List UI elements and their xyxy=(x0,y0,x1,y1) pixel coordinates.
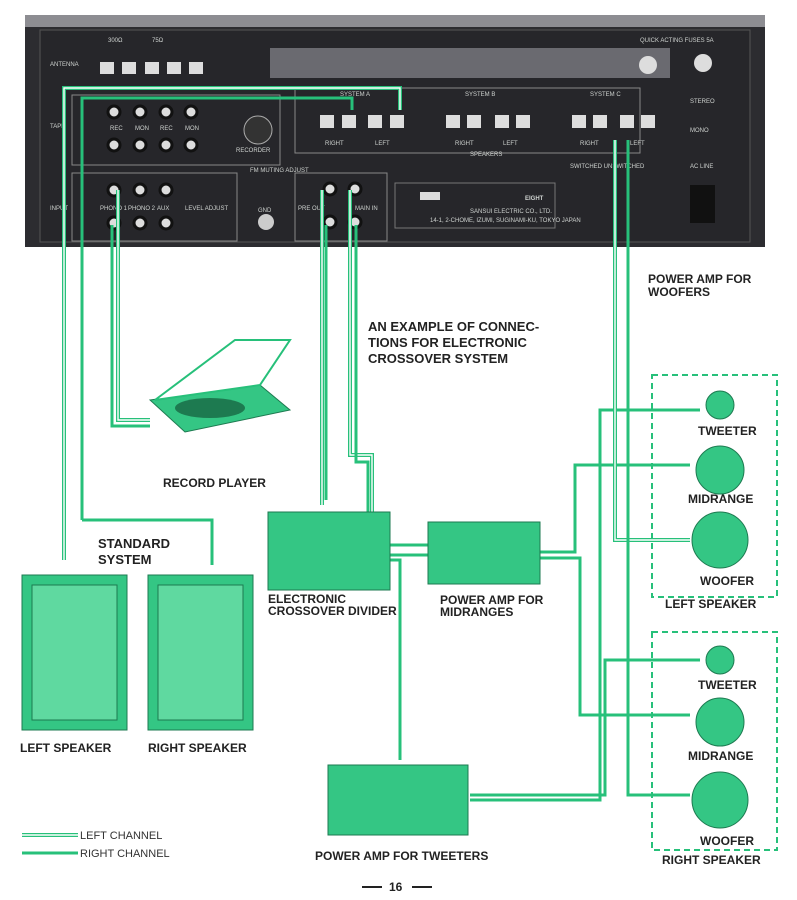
receiver-rear-panel: ANTENNA 300Ω 75Ω TAPE REC MON REC MON RECO… xyxy=(25,15,765,247)
svg-text:AUX: AUX xyxy=(157,206,169,212)
svg-text:RECORDER: RECORDER xyxy=(236,148,271,154)
svg-text:GND: GND xyxy=(258,208,272,214)
record-player-label: RECORD PLAYER xyxy=(163,476,266,490)
svg-text:PRE OUT: PRE OUT xyxy=(298,206,325,212)
left-speaker-label: LEFT SPEAKER xyxy=(665,597,757,611)
left-speaker-system xyxy=(651,374,778,598)
svg-text:75Ω: 75Ω xyxy=(152,38,164,44)
svg-text:SYSTEM A: SYSTEM A xyxy=(340,92,370,98)
svg-text:AC LINE: AC LINE xyxy=(690,164,713,170)
svg-text:REC: REC xyxy=(160,126,173,132)
svg-text:300Ω: 300Ω xyxy=(108,38,123,44)
svg-text:RIGHT: RIGHT xyxy=(325,141,344,147)
tweeter-amp-label: POWER AMP FOR TWEETERS xyxy=(315,849,488,863)
woofer-amp-label-2: WOOFERS xyxy=(648,285,710,299)
svg-text:QUICK ACTING FUSES 5A: QUICK ACTING FUSES 5A xyxy=(640,38,714,44)
svg-text:SYSTEM B: SYSTEM B xyxy=(465,92,495,98)
wires xyxy=(62,86,700,802)
crossover-label-2: CROSSOVER DIVIDER xyxy=(268,604,397,618)
svg-text:INPUT: INPUT xyxy=(50,206,68,212)
right-woofer-label: WOOFER xyxy=(700,834,754,848)
right-midrange-label: MIDRANGE xyxy=(688,749,753,763)
right-speaker-system xyxy=(651,631,778,851)
svg-text:MON: MON xyxy=(135,126,149,132)
svg-text:SPEAKERS: SPEAKERS xyxy=(470,152,502,158)
mid-amp-label: POWER AMP FOR xyxy=(440,593,544,607)
legend: LEFT CHANNEL RIGHT CHANNEL xyxy=(22,830,170,860)
midrange-amp xyxy=(427,521,541,585)
diagram-title-2: TIONS FOR ELECTRONIC xyxy=(368,335,528,350)
left-woofer-label: WOOFER xyxy=(700,574,754,588)
std-right-speaker-label: RIGHT SPEAKER xyxy=(148,741,247,755)
left-tweeter-label: TWEETER xyxy=(698,424,757,438)
diagram-title-1: AN EXAMPLE OF CONNEC- xyxy=(368,319,539,334)
svg-text:LEFT: LEFT xyxy=(630,141,645,147)
svg-text:ANTENNA: ANTENNA xyxy=(50,62,79,68)
left-midrange-label: MIDRANGE xyxy=(688,492,753,506)
standard-system-label: STANDARD xyxy=(98,536,170,551)
svg-text:LEFT: LEFT xyxy=(503,141,518,147)
svg-text:PHONO 2: PHONO 2 xyxy=(128,206,156,212)
std-left-speaker-label: LEFT SPEAKER xyxy=(20,741,112,755)
svg-text:MAIN IN: MAIN IN xyxy=(355,206,378,212)
svg-text:LEFT: LEFT xyxy=(375,141,390,147)
svg-text:SWITCHED UNSWITCHED: SWITCHED UNSWITCHED xyxy=(570,164,645,170)
legend-right-channel: RIGHT CHANNEL xyxy=(80,848,170,860)
svg-text:14-1, 2-CHOME, IZUMI, SUGINAMI: 14-1, 2-CHOME, IZUMI, SUGINAMI-KU, TOKYO… xyxy=(430,218,581,224)
right-speaker-label: RIGHT SPEAKER xyxy=(662,853,761,867)
svg-text:PHONO 1: PHONO 1 xyxy=(100,206,128,212)
svg-text:EIGHT: EIGHT xyxy=(525,196,544,202)
woofer-amp-label: POWER AMP FOR xyxy=(648,272,752,286)
tweeter-amp xyxy=(327,764,469,836)
svg-text:FM MUTING ADJUST: FM MUTING ADJUST xyxy=(250,168,309,174)
svg-text:MON: MON xyxy=(185,126,199,132)
standard-system-label-2: SYSTEM xyxy=(98,552,151,567)
standard-left-speaker xyxy=(21,574,128,731)
legend-left-channel: LEFT CHANNEL xyxy=(80,830,162,842)
svg-text:MONO: MONO xyxy=(690,128,709,134)
svg-text:REC: REC xyxy=(110,126,123,132)
page-number: 16 xyxy=(389,880,403,894)
record-player xyxy=(148,339,292,433)
svg-text:RIGHT: RIGHT xyxy=(580,141,599,147)
right-tweeter-label: TWEETER xyxy=(698,678,757,692)
diagram-title-3: CROSSOVER SYSTEM xyxy=(368,351,508,366)
crossover-label: ELECTRONIC xyxy=(268,592,346,606)
svg-text:SYSTEM C: SYSTEM C xyxy=(590,92,621,98)
svg-text:RIGHT: RIGHT xyxy=(455,141,474,147)
mid-amp-label-2: MIDRANGES xyxy=(440,605,513,619)
svg-text:STEREO: STEREO xyxy=(690,99,715,105)
svg-text:LEVEL ADJUST: LEVEL ADJUST xyxy=(185,206,228,212)
svg-text:SANSUI ELECTRIC CO., LTD.: SANSUI ELECTRIC CO., LTD. xyxy=(470,209,552,215)
svg-text:TAPE: TAPE xyxy=(50,124,65,130)
standard-right-speaker xyxy=(147,574,254,731)
crossover-divider xyxy=(267,511,391,591)
